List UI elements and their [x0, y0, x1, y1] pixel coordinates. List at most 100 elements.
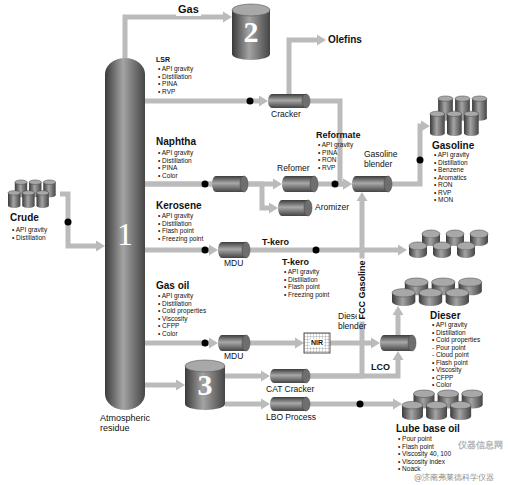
arrow-head — [392, 306, 403, 315]
property-item: • API gravity — [432, 321, 467, 328]
shape — [218, 335, 250, 351]
property-item: • Distillation — [158, 73, 192, 80]
property-item: • Benzene — [434, 166, 464, 173]
property-item: • API gravity — [158, 292, 193, 299]
property-item: • Noack — [398, 465, 421, 472]
flow-line — [145, 245, 218, 256]
unit-label: MDU — [224, 259, 243, 269]
unit-label: Dieser — [430, 310, 461, 322]
property-item: • PINA — [318, 149, 337, 156]
property-item: • Distillation — [432, 329, 466, 336]
storage-tank: Lube base oil — [402, 390, 490, 420]
arrow-head — [176, 380, 185, 391]
arrow-head — [209, 338, 218, 349]
shape — [380, 335, 416, 351]
unit-label: Gasoline blender — [364, 150, 410, 170]
property-item: • Flash point — [398, 443, 434, 450]
flow-line — [392, 306, 403, 335]
arrow-head — [421, 121, 430, 132]
property-item: • Distillation — [12, 234, 46, 241]
arrow-head — [343, 179, 352, 190]
stream-label: FCC Gasoline — [357, 258, 367, 321]
arrow-head — [209, 245, 218, 256]
arrow-head — [371, 338, 380, 349]
process-unit: Cracker — [268, 94, 310, 108]
storage-tank: Dieser — [392, 278, 490, 306]
flow-line — [310, 399, 402, 410]
property-item: • API gravity — [284, 268, 319, 275]
property-item: • API gravity — [318, 141, 353, 148]
property-item: • RON — [434, 181, 453, 188]
arrow-head — [223, 11, 232, 22]
shape — [218, 242, 250, 258]
arrow-head — [259, 96, 268, 107]
stream-label: Reformate — [316, 130, 361, 140]
property-item: • API gravity — [12, 226, 47, 233]
property-item: • Viscosity — [158, 315, 188, 322]
property-item: • API gravity — [158, 65, 193, 72]
olefins-line — [289, 35, 326, 95]
property-item: • Color — [158, 330, 178, 337]
stream-label: T-kero — [282, 257, 309, 267]
storage-tank: 2 — [232, 4, 270, 60]
node-number: 2 — [244, 15, 259, 50]
flow-line — [330, 338, 380, 349]
property-item: • Aromatics — [434, 174, 467, 181]
flow-line — [145, 380, 185, 391]
shape — [8, 180, 60, 208]
unit-label: Crude — [10, 212, 39, 224]
property-item: • RON — [318, 156, 337, 163]
process-unit: Dieser blender — [380, 335, 416, 351]
storage-tank: 3 — [185, 360, 225, 410]
arrow-head — [269, 203, 278, 214]
stream-label: LSR — [156, 56, 170, 64]
unit-label: Lube base oil — [396, 423, 460, 435]
node-number: 1 — [117, 216, 133, 253]
arrow-head — [273, 179, 282, 190]
property-item: • Color — [158, 172, 178, 179]
property-item: • Cold properties — [432, 336, 480, 343]
property-item: • CFPP — [158, 322, 179, 329]
property-item: • RVP — [158, 88, 175, 95]
flow-line — [145, 184, 278, 213]
property-item: - Pour point — [432, 344, 466, 351]
property-item: • Flash point — [158, 227, 194, 234]
shape — [282, 176, 318, 192]
stream-label: Gas oil — [156, 280, 189, 292]
arrow-head — [393, 399, 402, 410]
property-item: • RVP — [434, 189, 451, 196]
property-item: • Viscosity — [432, 366, 462, 373]
property-item: - Cloud point — [432, 351, 469, 358]
shape — [352, 176, 392, 192]
property-item: • Flash point — [432, 359, 468, 366]
shape — [270, 369, 310, 383]
unit-drum — [212, 176, 248, 192]
flow-line — [318, 179, 352, 190]
process-unit: Gasoline blender — [352, 176, 392, 192]
shape — [268, 94, 310, 108]
arrow-head — [343, 179, 352, 190]
property-item: • CFPP — [432, 374, 453, 381]
process-unit: MDU — [218, 242, 250, 258]
arrow-head — [261, 371, 270, 382]
property-item: • Pour point — [398, 435, 432, 442]
process-unit: Aromizer — [278, 200, 312, 216]
property-item: • Distillation — [158, 220, 192, 227]
process-unit: CAT Cracker — [270, 369, 310, 383]
stream-label: Atmospheric residue — [100, 413, 158, 434]
shape — [278, 200, 312, 216]
watermark: 仪器信息网 — [458, 440, 503, 450]
shape — [430, 96, 492, 136]
process-unit: LBO Process — [270, 397, 310, 411]
shape — [392, 278, 490, 306]
unit-label: Aromizer — [315, 203, 349, 213]
storage-tank: Gasoline — [430, 96, 492, 136]
property-item: • Viscosity index — [398, 458, 445, 465]
unit-label: Gasoline — [432, 140, 474, 152]
stream-label: Kerosene — [156, 200, 202, 212]
property-item: • Distillation — [158, 157, 192, 164]
unit-label: CAT Cracker — [266, 385, 314, 395]
property-item: • API gravity — [158, 212, 193, 219]
stream-label: Gas — [176, 3, 201, 16]
